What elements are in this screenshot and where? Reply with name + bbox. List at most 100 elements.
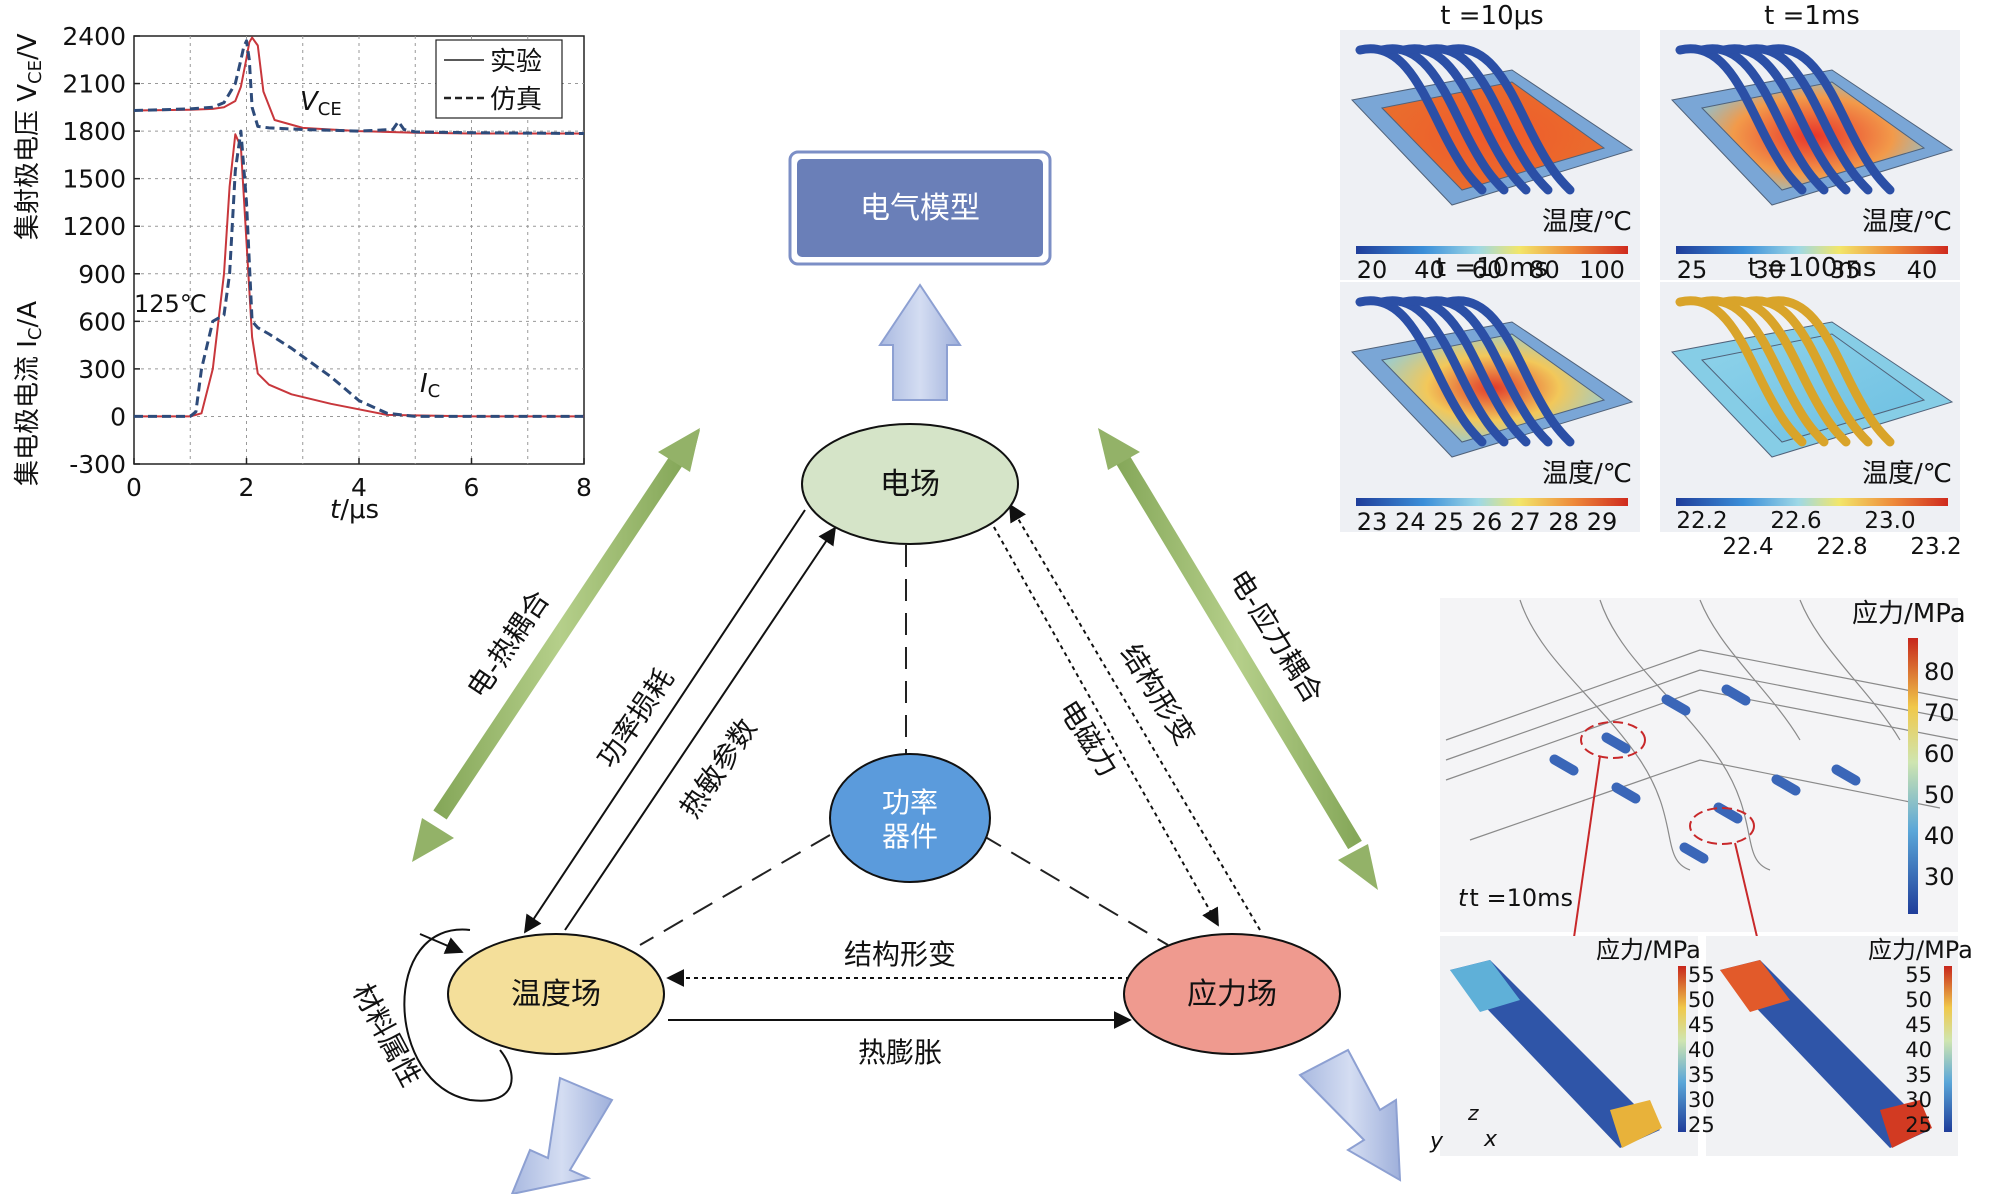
thermal-panel-unit: 温度/℃ (1542, 459, 1632, 489)
thermal-tick-label: 27 (1510, 508, 1541, 536)
y-tick-label: 300 (78, 355, 126, 384)
y-tick-label: 1200 (62, 212, 126, 241)
electro-thermal-coupling-arrow (412, 428, 700, 862)
power-loss-arrow (524, 509, 806, 934)
bond-wire (1763, 296, 1895, 447)
material-props-loop-head (419, 933, 464, 954)
chart-series (134, 36, 584, 418)
zoom-circle-left (1580, 721, 1646, 759)
bond-wire (1443, 296, 1575, 447)
thermal-tick-label: 40 (1414, 256, 1445, 284)
zoom-right-tick-label: 25 (1905, 1113, 1932, 1137)
bond-wire (1697, 296, 1829, 447)
power-device-node (829, 753, 991, 883)
thermal-tick-label-top: 23.0 (1864, 508, 1915, 534)
down-left-block-arrow (510, 1076, 614, 1196)
chart-legend: 实验 仿真 (435, 39, 563, 119)
zoom-axis-x: x (1483, 1127, 1498, 1152)
temperature-field-label: 温度场 (511, 977, 601, 1012)
dashed-link-temperature-center (639, 834, 831, 946)
bond-wire (1355, 44, 1487, 195)
thermal-colorbar (1356, 498, 1628, 506)
stress-3d-view (1440, 598, 1958, 932)
thermal-tick-label: 80 (1529, 256, 1560, 284)
zoom-right-tick-label: 35 (1905, 1063, 1932, 1087)
temperature-field-node (447, 933, 665, 1055)
stress-colorbar (1908, 638, 1918, 914)
struct-deform-right-arrow (1009, 503, 1261, 931)
zoom-left-tick-label: 25 (1688, 1113, 1715, 1137)
stress-tick-label: 40 (1924, 822, 1955, 850)
zoom-right-unit: 应力/MPa (1868, 936, 1973, 964)
thermal-colorbar (1676, 498, 1948, 506)
material-props-loop (403, 928, 513, 1102)
thermal-tick-label: 40 (1907, 256, 1938, 284)
bond-wire (1697, 44, 1829, 195)
thermal-tick-label-bottom: 23.2 (1910, 534, 1961, 560)
zoom-right-tick-label: 30 (1905, 1088, 1932, 1112)
thermal-tick-label: 23 (1357, 508, 1388, 536)
zoom-right-tick-label: 40 (1905, 1038, 1932, 1062)
thermal-params-label: 热敏参数 (673, 713, 763, 824)
thermal-tick-label: 60 (1472, 256, 1503, 284)
thermal-tick-label: 25 (1433, 508, 1464, 536)
thermal-tick-label: 20 (1357, 256, 1388, 284)
thermal-panel-unit: 温度/℃ (1862, 459, 1952, 489)
y-tick-label: -300 (69, 450, 126, 479)
zoom-axis-z: z (1467, 1101, 1479, 1125)
thermal-tick-label: 24 (1395, 508, 1426, 536)
simulation-series-line-3 (134, 129, 584, 418)
electro-stress-coupling-arrow (1098, 428, 1378, 890)
x-tick-label: 4 (351, 473, 367, 502)
stress-tick-label: 70 (1924, 699, 1955, 727)
y-tick-label: 1500 (62, 165, 126, 194)
power-device-label-line2: 器件 (882, 820, 938, 853)
bond-wire-feet (1549, 684, 1861, 864)
bond-wire (1741, 296, 1873, 447)
thermal-expansion-label: 热膨胀 (858, 1036, 942, 1069)
simulation-series-line-2 (134, 39, 584, 135)
thermal-tick-label-top: 22.2 (1676, 508, 1727, 534)
stress-wireframe (1445, 599, 1959, 871)
y-tick-label: 600 (78, 307, 126, 336)
zoom-left-wire (1450, 960, 1662, 1148)
thermal-panel-title: t =10ms (1436, 253, 1548, 283)
stress-field-node (1123, 933, 1341, 1055)
stress-tick-label: 30 (1924, 863, 1955, 891)
thermal-tick-label-bottom: 22.8 (1816, 534, 1867, 560)
zoom-left-tick-label: 55 (1688, 963, 1715, 987)
x-tick-label: 0 (126, 473, 142, 502)
bond-wire (1443, 44, 1575, 195)
zoom-right-colorbar (1944, 966, 1952, 1132)
bond-wire (1377, 44, 1509, 195)
up-block-arrow (878, 283, 962, 401)
legend-entry-experiment: 实验 (490, 47, 542, 77)
bond-wire (1719, 44, 1851, 195)
zoom-right-tick-label: 55 (1905, 963, 1932, 987)
bond-wire (1675, 44, 1807, 195)
experiment-series-line-1 (134, 133, 584, 418)
stress-tick-label: 80 (1924, 658, 1955, 686)
thermal-colorbar (1356, 246, 1628, 254)
bond-wire (1355, 296, 1487, 447)
thermal-tick-label: 100 (1579, 256, 1625, 284)
y-axis-label-ic: 集电极电流 IC/A (13, 301, 46, 486)
zoom-left-colorbar (1678, 966, 1686, 1132)
down-right-block-arrow (1298, 1048, 1402, 1182)
thermal-tick-label: 35 (1830, 256, 1861, 284)
zoom-left-tick-label: 30 (1688, 1088, 1715, 1112)
zoom-right-tick-label: 50 (1905, 988, 1932, 1012)
y-tick-label: 0 (110, 402, 126, 431)
electrical-model-label: 电气模型 (860, 191, 980, 226)
bond-wire (1399, 44, 1531, 195)
zoom-left-tick-label: 50 (1688, 988, 1715, 1012)
thermal-panel-unit: 温度/℃ (1862, 207, 1952, 237)
x-tick-label: 8 (576, 473, 592, 502)
zoom-right-tick-label: 45 (1905, 1013, 1932, 1037)
